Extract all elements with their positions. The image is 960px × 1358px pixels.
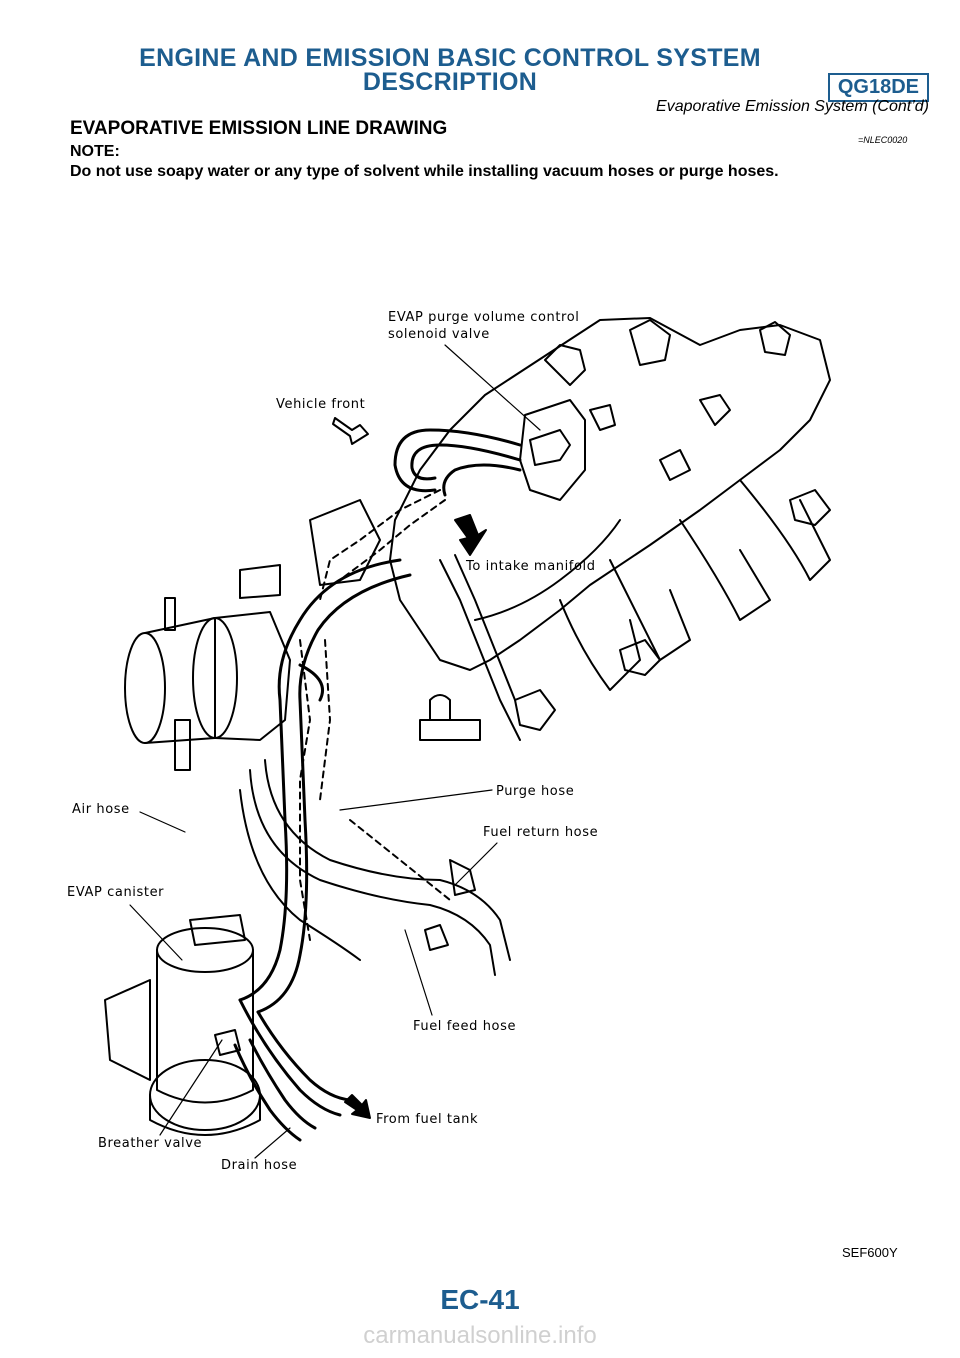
to-intake-arrow bbox=[454, 514, 487, 556]
header-title-line1: ENGINE AND EMISSION BASIC CONTROL SYSTEM bbox=[139, 44, 761, 72]
label-breather-valve: Breather valve bbox=[98, 1136, 202, 1151]
purge-hose-loop bbox=[393, 428, 522, 497]
label-fuel-return-hose: Fuel return hose bbox=[483, 825, 598, 840]
label-to-intake-manifold: To intake manifold bbox=[465, 559, 596, 574]
note-text: Do not use soapy water or any type of so… bbox=[70, 163, 779, 180]
throttle-body bbox=[124, 499, 381, 771]
hidden-lines bbox=[299, 489, 451, 941]
section-code: =NLEC0020 bbox=[858, 135, 908, 145]
engine-code-badge: QG18DE bbox=[827, 73, 929, 102]
label-evap-purge-line2: solenoid valve bbox=[388, 327, 490, 342]
fuel-hoses bbox=[239, 554, 521, 976]
label-fuel-feed-hose: Fuel feed hose bbox=[413, 1019, 516, 1034]
leader-lines bbox=[129, 344, 541, 1159]
section-title: EVAPORATIVE EMISSION LINE DRAWING bbox=[70, 118, 448, 139]
header-title-line2: DESCRIPTION bbox=[362, 68, 538, 96]
drain-hose bbox=[233, 998, 352, 1142]
purge-hose bbox=[238, 558, 412, 1014]
label-evap-canister: EVAP canister bbox=[67, 885, 164, 900]
intake-manifold bbox=[389, 317, 831, 741]
label-drain-hose: Drain hose bbox=[221, 1158, 297, 1173]
page-number: EC-41 bbox=[440, 1284, 520, 1315]
label-from-fuel-tank: From fuel tank bbox=[376, 1112, 478, 1127]
label-air-hose: Air hose bbox=[72, 802, 130, 817]
evap-canister bbox=[104, 914, 261, 1136]
figure-code: SEF600Y bbox=[842, 1245, 898, 1260]
watermark: carmanualsonline.info bbox=[363, 1322, 597, 1349]
purge-valve bbox=[519, 399, 616, 501]
from-tank-arrow bbox=[344, 1094, 371, 1119]
label-purge-hose: Purge hose bbox=[496, 784, 574, 799]
header-subtitle: Evaporative Emission System (Cont’d) bbox=[656, 98, 929, 115]
label-evap-purge-line1: EVAP purge volume control bbox=[388, 310, 579, 325]
note-label: NOTE: bbox=[70, 143, 120, 160]
page-header: ENGINE AND EMISSION BASIC CONTROL SYSTEM… bbox=[0, 0, 960, 115]
vehicle-front-arrow bbox=[332, 417, 369, 445]
label-vehicle-front: Vehicle front bbox=[276, 397, 365, 412]
